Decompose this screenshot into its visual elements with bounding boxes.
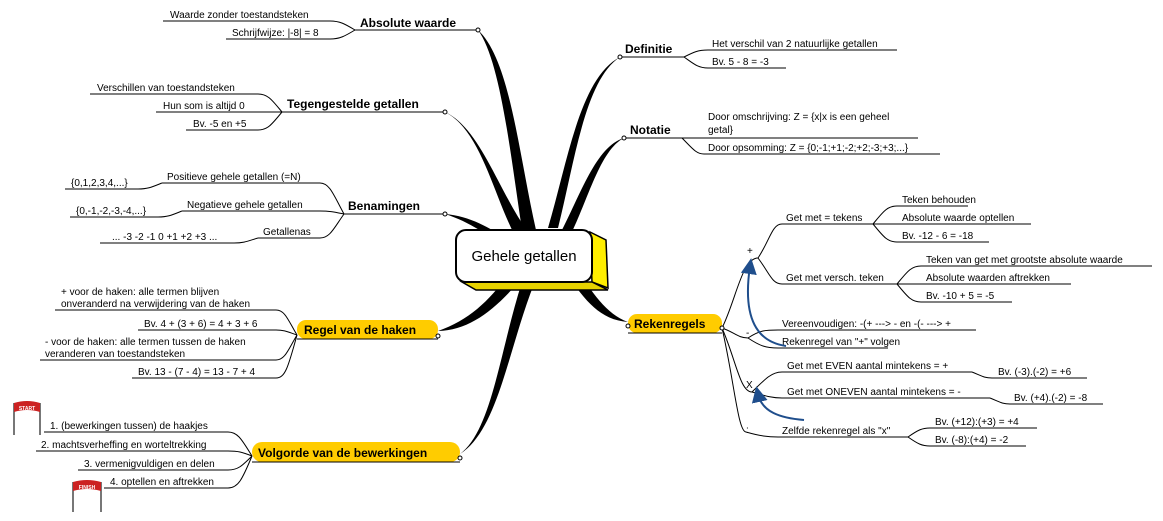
branch-benamingen[interactable]: Benamingen Positieve gehele getallen (=N… [65, 172, 445, 244]
highlight-pill [297, 320, 438, 339]
branch-title-rekenregels: Rekenregels [634, 317, 706, 331]
volgorde-item: 1. (bewerkingen tussen) de haakjes [50, 421, 208, 432]
trunk-absolute [478, 30, 536, 230]
rekenregel-item: Bv. (+12):(+3) = +4 [935, 417, 1019, 428]
benamingen-label: Negatieve gehele getallen [187, 200, 303, 211]
trunk-tegengesteld [445, 112, 528, 234]
branch-volgorde[interactable]: Volgorde van de bewerkingen 1. (bewerkin… [13, 401, 460, 512]
notatie-item: Door opsomming: Z = {0;-1;+1;-2;+2;-3;+3… [708, 143, 909, 154]
highlight-pill [628, 314, 722, 333]
trunk-notatie [560, 138, 624, 236]
start-flag-icon: START [13, 401, 41, 435]
definitie-item: Bv. 5 - 8 = -3 [712, 57, 769, 68]
absolute-item: Schrijfwijze: |-8| = 8 [232, 28, 319, 39]
svg-text:FINISH: FINISH [79, 485, 96, 491]
rekenregel-group-label: Get met ONEVEN aantal mintekens = - [787, 387, 961, 398]
rekenregel-item: Bv. (-3).(-2) = +6 [998, 367, 1072, 378]
rekenregel-item: Vereenvoudigen: -(+ ---> - en -(- ---> + [782, 319, 951, 330]
center-title: Gehele getallen [471, 248, 576, 265]
volgorde-item: 2. machtsverheffing en worteltrekking [41, 440, 206, 451]
tegengesteld-item: Hun som is altijd 0 [163, 101, 245, 112]
branch-haken[interactable]: Regel van de haken + voor de haken: alle… [40, 287, 438, 379]
benamingen-label: Positieve gehele getallen (=N) [167, 172, 301, 183]
rekenregel-item: Teken van get met grootste absolute waar… [926, 255, 1123, 266]
haken-item: onveranderd na verwijdering van de haken [61, 299, 250, 310]
branch-title-definitie: Definitie [625, 42, 673, 56]
benamingen-sub: ... -3 -2 -1 0 +1 +2 +3 ... [112, 232, 217, 243]
definitie-item: Het verschil van 2 natuurlijke getallen [712, 39, 878, 50]
haken-item: + voor de haken: alle termen blijven [61, 287, 219, 298]
branch-absolute[interactable]: Absolute waarde Waarde zonder toestandst… [163, 10, 478, 40]
rekenregel-item: Absolute waarde optellen [902, 213, 1014, 224]
svg-text:START: START [19, 406, 35, 412]
haken-item: - voor de haken: alle termen tussen de h… [45, 337, 246, 348]
finish-flag-icon: FINISH [72, 480, 102, 512]
branch-definitie[interactable]: Definitie Het verschil van 2 natuurlijke… [620, 39, 897, 69]
rekenregel-item: Rekenregel van "+" volgen [782, 337, 900, 348]
trunk-definitie [548, 57, 620, 228]
haken-item: Bv. 4 + (3 + 6) = 4 + 3 + 6 [144, 319, 258, 330]
branch-tegengesteld[interactable]: Tegengestelde getallen Verschillen van t… [90, 83, 445, 131]
reference-arrow [740, 258, 787, 347]
times-symbol: X [746, 380, 753, 391]
notatie-item: getal} [708, 125, 734, 136]
benamingen-sub: {0,1,2,3,4,...} [71, 178, 128, 189]
connector-dots [435, 27, 725, 461]
rekenregel-item: Bv. -12 - 6 = -18 [902, 231, 974, 242]
notatie-item: Door omschrijving: Z = {x|x is een gehee… [708, 112, 889, 123]
branch-title-absolute: Absolute waarde [360, 16, 456, 30]
rekenregel-item: Bv. (+4).(-2) = -8 [1014, 393, 1088, 404]
branch-title-volgorde: Volgorde van de bewerkingen [258, 446, 427, 460]
branch-title-notatie: Notatie [630, 123, 671, 137]
branch-rekenregels[interactable]: Rekenregels + - X : Get met = tekens Get… [628, 195, 1152, 447]
center-node[interactable]: Gehele getallen [455, 229, 609, 291]
haken-item: veranderen van toestandsteken [45, 349, 185, 360]
reference-arrow [751, 386, 805, 421]
branch-notatie[interactable]: Notatie Door omschrijving: Z = {x|x is e… [624, 112, 940, 155]
rekenregel-group-label: Zelfde rekenregel als "x" [782, 426, 891, 437]
tegengesteld-item: Bv. -5 en +5 [193, 119, 247, 130]
benamingen-label: Getallenas [263, 227, 311, 238]
branch-title-benamingen: Benamingen [348, 199, 420, 213]
highlight-pill [252, 442, 460, 462]
rekenregel-item: Bv. -10 + 5 = -5 [926, 291, 995, 302]
tegengesteld-item: Verschillen van toestandsteken [97, 83, 235, 94]
absolute-item: Waarde zonder toestandsteken [170, 10, 309, 21]
rekenregel-item: Teken behouden [902, 195, 976, 206]
trunk-volgorde [460, 282, 534, 454]
rekenregel-item: Bv. (-8):(+4) = -2 [935, 435, 1009, 446]
minus-symbol: - [746, 328, 749, 339]
divide-symbol: : [746, 425, 749, 436]
rekenregel-group-label: Get met versch. teken [786, 273, 884, 284]
rekenregel-group-label: Get met = tekens [786, 213, 862, 224]
plus-symbol: + [747, 246, 753, 257]
rekenregel-group-label: Get met EVEN aantal mintekens = + [787, 361, 948, 372]
haken-item: Bv. 13 - (7 - 4) = 13 - 7 + 4 [138, 367, 256, 378]
benamingen-sub: {0,-1,-2,-3,-4,...} [76, 206, 147, 217]
branch-title-tegengesteld: Tegengestelde getallen [287, 97, 419, 111]
branch-title-haken: Regel van de haken [304, 323, 416, 337]
rekenregel-item: Absolute waarden aftrekken [926, 273, 1050, 284]
volgorde-item: 3. vermenigvuldigen en delen [84, 459, 215, 470]
volgorde-item: 4. optellen en aftrekken [110, 477, 214, 488]
